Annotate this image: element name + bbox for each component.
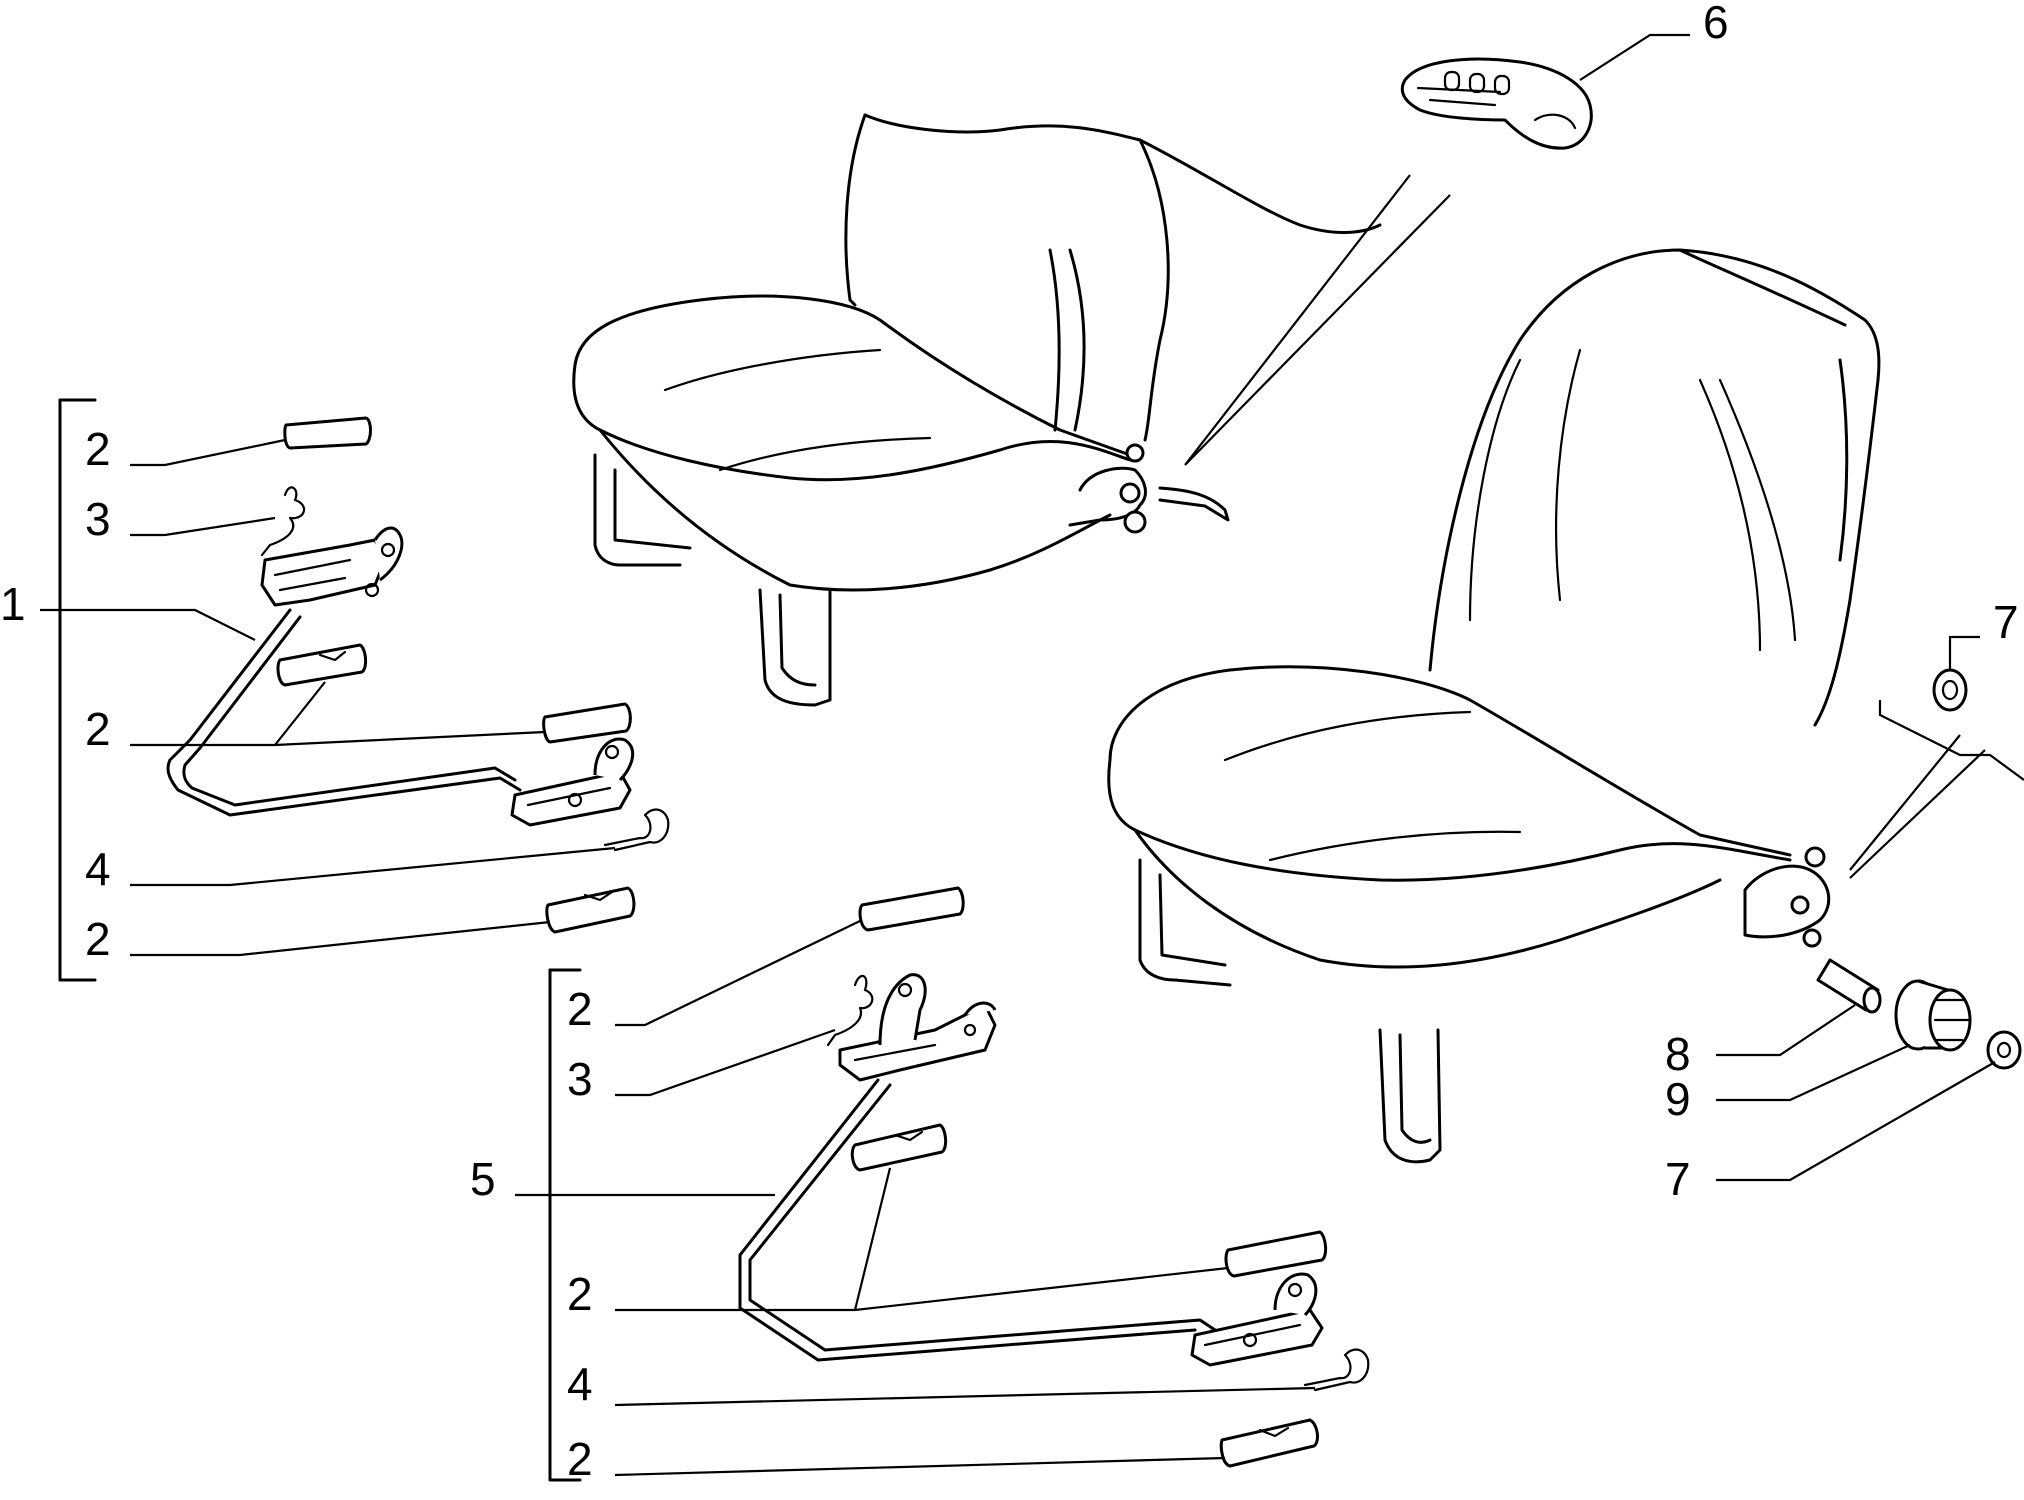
- callout-mid-2a: 2: [567, 983, 593, 1035]
- callout-7-bottom: 7: [1665, 1153, 1691, 1205]
- callout-6: 6: [1703, 0, 1729, 48]
- callout-7-top: 7: [1993, 596, 2019, 648]
- callout-left-2c: 2: [85, 913, 111, 965]
- callout-8: 8: [1665, 1028, 1691, 1080]
- callout-left-2b: 2: [85, 703, 111, 755]
- callout-left-4: 4: [85, 843, 111, 895]
- front-seat: [1107, 248, 1881, 1164]
- callout-mid-5: 5: [470, 1153, 496, 1205]
- callout-9: 9: [1665, 1073, 1691, 1125]
- callout-left-2a: 2: [85, 423, 111, 475]
- callout-mid-2b: 2: [567, 1268, 593, 1320]
- callout-left-1: 1: [0, 578, 26, 630]
- callout-mid-2c: 2: [567, 1433, 593, 1485]
- seat-rail-assembly-left: [58, 398, 670, 982]
- recliner-lever: [1400, 57, 1593, 150]
- seat-rail-assembly-center: [548, 886, 1370, 1482]
- callout-left-3: 3: [85, 493, 111, 545]
- adjuster-knob-set: [1816, 668, 2022, 1070]
- callout-mid-4: 4: [567, 1358, 593, 1410]
- callout-mid-3: 3: [567, 1053, 593, 1105]
- rear-seat: [572, 113, 1382, 707]
